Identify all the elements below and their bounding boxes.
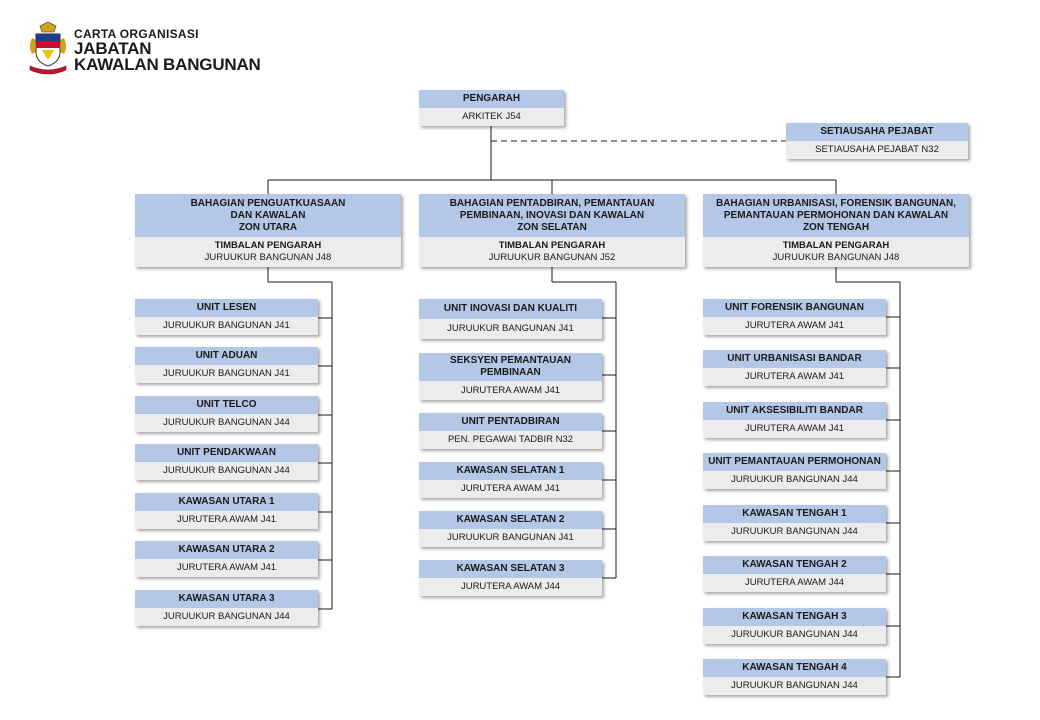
unit-grade: JURUUKUR BANGUNAN J41 xyxy=(135,365,318,383)
unit-grade: JURUTERA AWAM J41 xyxy=(703,420,886,438)
unit-box: KAWASAN TENGAH 2 JURUTERA AWAM J44 xyxy=(703,556,886,592)
division-head: TIMBALAN PENGARAH xyxy=(498,240,606,251)
unit-grade: JURUTERA AWAM J44 xyxy=(703,574,886,592)
unit-title: UNIT TELCO xyxy=(135,396,318,414)
division-title-line: PEMBINAAN, INOVASI DAN KAWALAN xyxy=(459,209,645,221)
division-box-selatan: BAHAGIAN PENTADBIRAN, PEMANTAUAN PEMBINA… xyxy=(419,194,685,267)
division-title-line: ZON SELATAN xyxy=(517,221,587,233)
unit-title: UNIT PEMANTAUAN PERMOHONAN xyxy=(703,453,886,471)
unit-grade: JURUTERA AWAM J41 xyxy=(419,480,602,498)
org-header: CARTA ORGANISASI JABATAN KAWALAN BANGUNA… xyxy=(74,27,261,74)
header-subtitle: CARTA ORGANISASI xyxy=(74,27,199,41)
unit-box: UNIT INOVASI DAN KUALITI JURUUKUR BANGUN… xyxy=(419,299,602,339)
unit-box: KAWASAN UTARA 2 JURUTERA AWAM J41 xyxy=(135,541,318,577)
director-title: PENGARAH xyxy=(419,90,564,108)
secretary-grade: SETIAUSAHA PEJABAT N32 xyxy=(786,141,968,159)
unit-title: UNIT URBANISASI BANDAR xyxy=(703,350,886,368)
director-grade: ARKITEK J54 xyxy=(419,108,564,126)
unit-box: KAWASAN TENGAH 4 JURUUKUR BANGUNAN J44 xyxy=(703,659,886,695)
division-box-tengah: BAHAGIAN URBANISASI, FORENSIK BANGUNAN, … xyxy=(703,194,969,267)
unit-title: KAWASAN SELATAN 1 xyxy=(419,462,602,480)
unit-title: UNIT ADUAN xyxy=(135,347,318,365)
unit-grade: JURUUKUR BANGUNAN J41 xyxy=(419,529,602,547)
header-title-line2: KAWALAN BANGUNAN xyxy=(74,55,261,74)
division-title-line: ZON TENGAH xyxy=(802,221,870,233)
unit-grade: JURUTERA AWAM J44 xyxy=(419,578,602,596)
division-title-line: ZON UTARA xyxy=(238,221,298,233)
unit-title: SEKSYEN PEMANTAUAN PEMBINAAN xyxy=(419,353,602,381)
unit-box: SEKSYEN PEMANTAUAN PEMBINAAN JURUTERA AW… xyxy=(419,353,602,400)
unit-box: KAWASAN SELATAN 1 JURUTERA AWAM J41 xyxy=(419,462,602,498)
unit-box: KAWASAN TENGAH 3 JURUUKUR BANGUNAN J44 xyxy=(703,608,886,644)
unit-title: KAWASAN UTARA 2 xyxy=(135,541,318,559)
dbkl-crest-logo xyxy=(29,22,67,75)
unit-title: KAWASAN TENGAH 3 xyxy=(703,608,886,626)
unit-title: KAWASAN TENGAH 4 xyxy=(703,659,886,677)
unit-title: KAWASAN SELATAN 2 xyxy=(419,511,602,529)
unit-box: UNIT PENTADBIRAN PEN. PEGAWAI TADBIR N32 xyxy=(419,413,602,449)
unit-box: UNIT LESEN JURUUKUR BANGUNAN J41 xyxy=(135,299,318,335)
unit-grade: JURUUKUR BANGUNAN J44 xyxy=(703,677,886,695)
unit-grade: JURUTERA AWAM J41 xyxy=(703,368,886,386)
unit-title: KAWASAN SELATAN 3 xyxy=(419,560,602,578)
header-title-line1: JABATAN xyxy=(74,39,152,58)
unit-title: UNIT AKSESIBILITI BANDAR xyxy=(703,402,886,420)
unit-grade: JURUUKUR BANGUNAN J44 xyxy=(703,626,886,644)
unit-box: KAWASAN TENGAH 1 JURUUKUR BANGUNAN J44 xyxy=(703,505,886,541)
unit-box: UNIT PENDAKWAAN JURUUKUR BANGUNAN J44 xyxy=(135,444,318,480)
division-head: TIMBALAN PENGARAH xyxy=(214,240,322,251)
unit-title: UNIT PENDAKWAAN xyxy=(135,444,318,462)
unit-grade: JURUUKUR BANGUNAN J44 xyxy=(135,608,318,626)
unit-grade: JURUUKUR BANGUNAN J41 xyxy=(419,319,602,339)
unit-box: UNIT FORENSIK BANGUNAN JURUTERA AWAM J41 xyxy=(703,299,886,335)
division-title-line: BAHAGIAN PENGUATKUASAAN xyxy=(190,197,346,209)
secretary-title: SETIAUSAHA PEJABAT xyxy=(786,123,968,141)
unit-title: KAWASAN UTARA 3 xyxy=(135,590,318,608)
division-grade: JURUUKUR BANGUNAN J48 xyxy=(772,252,900,263)
unit-box: KAWASAN UTARA 3 JURUUKUR BANGUNAN J44 xyxy=(135,590,318,626)
unit-box: UNIT ADUAN JURUUKUR BANGUNAN J41 xyxy=(135,347,318,383)
secretary-box: SETIAUSAHA PEJABAT SETIAUSAHA PEJABAT N3… xyxy=(786,123,968,159)
unit-title: KAWASAN TENGAH 2 xyxy=(703,556,886,574)
unit-box: UNIT URBANISASI BANDAR JURUTERA AWAM J41 xyxy=(703,350,886,386)
division-title-line: BAHAGIAN URBANISASI, FORENSIK BANGUNAN, xyxy=(715,197,956,209)
unit-grade: JURUTERA AWAM J41 xyxy=(135,511,318,529)
unit-title: UNIT PENTADBIRAN xyxy=(419,413,602,431)
unit-grade: JURUTERA AWAM J41 xyxy=(419,381,602,400)
unit-box: UNIT PEMANTAUAN PERMOHONAN JURUUKUR BANG… xyxy=(703,453,886,489)
division-grade: JURUUKUR BANGUNAN J48 xyxy=(204,252,332,263)
division-title-line: DAN KAWALAN xyxy=(230,209,306,221)
division-head: TIMBALAN PENGARAH xyxy=(782,240,890,251)
director-box: PENGARAH ARKITEK J54 xyxy=(419,90,564,126)
unit-grade: JURUUKUR BANGUNAN J41 xyxy=(135,317,318,335)
unit-box: KAWASAN SELATAN 3 JURUTERA AWAM J44 xyxy=(419,560,602,596)
unit-title: UNIT FORENSIK BANGUNAN xyxy=(703,299,886,317)
unit-box: UNIT TELCO JURUUKUR BANGUNAN J44 xyxy=(135,396,318,432)
unit-grade: JURUTERA AWAM J41 xyxy=(135,559,318,577)
unit-grade: JURUUKUR BANGUNAN J44 xyxy=(703,523,886,541)
unit-title: KAWASAN TENGAH 1 xyxy=(703,505,886,523)
division-box-utara: BAHAGIAN PENGUATKUASAAN DAN KAWALAN ZON … xyxy=(135,194,401,267)
unit-grade: JURUUKUR BANGUNAN J44 xyxy=(135,414,318,432)
division-title-line: BAHAGIAN PENTADBIRAN, PEMANTAUAN xyxy=(449,197,655,209)
unit-box: KAWASAN SELATAN 2 JURUUKUR BANGUNAN J41 xyxy=(419,511,602,547)
unit-title: KAWASAN UTARA 1 xyxy=(135,493,318,511)
unit-grade: PEN. PEGAWAI TADBIR N32 xyxy=(419,431,602,449)
division-grade: JURUUKUR BANGUNAN J52 xyxy=(488,252,616,263)
unit-grade: JURUUKUR BANGUNAN J44 xyxy=(135,462,318,480)
division-title-line: PEMANTAUAN PERMOHONAN DAN KAWALAN xyxy=(723,209,949,221)
unit-title: UNIT LESEN xyxy=(135,299,318,317)
unit-grade: JURUTERA AWAM J41 xyxy=(703,317,886,335)
unit-box: UNIT AKSESIBILITI BANDAR JURUTERA AWAM J… xyxy=(703,402,886,438)
unit-box: KAWASAN UTARA 1 JURUTERA AWAM J41 xyxy=(135,493,318,529)
unit-grade: JURUUKUR BANGUNAN J44 xyxy=(703,471,886,489)
unit-title: UNIT INOVASI DAN KUALITI xyxy=(419,299,602,319)
